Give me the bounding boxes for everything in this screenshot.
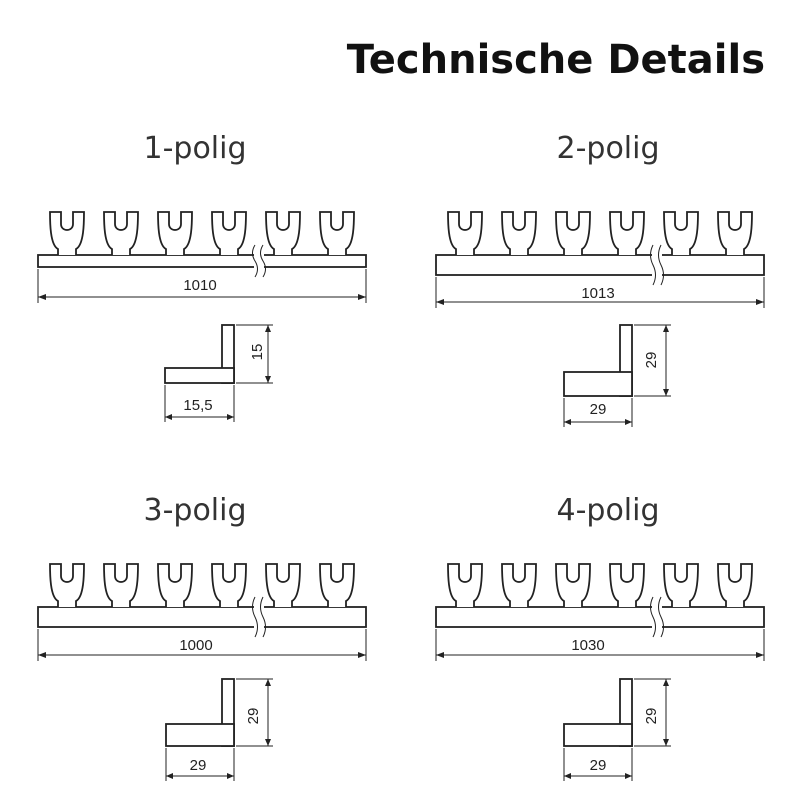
break-line-right	[260, 244, 266, 278]
fork-lug	[501, 563, 537, 607]
arrowhead	[436, 299, 444, 305]
busbar-body	[435, 254, 765, 276]
break-line-right	[658, 596, 664, 638]
fork-lug	[265, 211, 301, 255]
length-label: 1010	[183, 277, 216, 294]
fork-lug	[609, 563, 645, 607]
break-gap	[254, 243, 264, 279]
panel-title: 2-polig	[556, 131, 659, 166]
fork-lug	[447, 211, 483, 255]
arrowhead	[625, 419, 632, 425]
width-label: 29	[590, 757, 607, 774]
arrowhead	[265, 325, 271, 332]
height-label: 29	[643, 708, 660, 725]
arrowhead	[38, 652, 46, 658]
fork-lug	[555, 211, 591, 255]
fork-lug	[609, 211, 645, 255]
height-label: 15	[249, 344, 266, 361]
height-label: 29	[245, 708, 262, 725]
profile-side-view	[563, 678, 671, 781]
profile-horizontal	[164, 367, 235, 384]
arrowhead	[663, 739, 669, 746]
page-title: Technische Details	[347, 37, 765, 83]
fork-lug	[211, 211, 247, 255]
busbar-body	[435, 606, 765, 628]
arrowhead	[358, 294, 366, 300]
length-label: 1013	[581, 285, 614, 302]
busbar-body	[37, 606, 367, 628]
break-gap	[652, 243, 662, 287]
break-line-right	[658, 244, 664, 286]
break-gap	[254, 595, 264, 639]
busbar-front-view	[37, 563, 367, 661]
fork-lug	[319, 211, 355, 255]
fork-lug	[103, 211, 139, 255]
arrowhead	[663, 679, 669, 686]
profile-horizontal	[563, 723, 633, 747]
arrowhead	[265, 739, 271, 746]
panel-title: 4-polig	[556, 493, 659, 528]
arrowhead	[663, 325, 669, 332]
arrowhead	[564, 419, 571, 425]
arrowhead	[227, 414, 234, 420]
arrowhead	[756, 299, 764, 305]
panel-4-polig: 4-polig 1030 29 29	[435, 493, 765, 781]
fork-lug	[717, 211, 753, 255]
fork-lug	[157, 563, 193, 607]
profile-side-view	[164, 324, 273, 422]
fork-lug	[663, 211, 699, 255]
busbar-front-view	[435, 211, 765, 308]
fork-lug	[663, 563, 699, 607]
arrowhead	[227, 773, 234, 779]
busbar-front-view	[37, 211, 367, 303]
fork-lug	[555, 563, 591, 607]
break-line-left	[252, 244, 258, 278]
height-label: 29	[643, 352, 660, 369]
arrowhead	[358, 652, 366, 658]
fork-lug	[157, 211, 193, 255]
arrowhead	[38, 294, 46, 300]
panel-3-polig: 3-polig 1000 29 29	[37, 493, 367, 781]
panel-title: 3-polig	[143, 493, 246, 528]
width-label: 29	[190, 757, 207, 774]
busbar-body	[37, 254, 367, 268]
arrowhead	[265, 376, 271, 383]
arrowhead	[165, 414, 172, 420]
profile-side-view	[563, 324, 671, 427]
busbar-front-view	[435, 563, 765, 661]
arrowhead	[166, 773, 173, 779]
arrowhead	[564, 773, 571, 779]
fork-lug	[447, 563, 483, 607]
break-line-right	[260, 596, 266, 638]
fork-lug	[717, 563, 753, 607]
profile-horizontal	[165, 723, 235, 747]
profile-side-view	[165, 678, 273, 781]
fork-lug	[103, 563, 139, 607]
break-gap	[652, 595, 662, 639]
fork-lug	[211, 563, 247, 607]
fork-lug	[501, 211, 537, 255]
break-line-left	[650, 596, 656, 638]
fork-lug	[49, 211, 85, 255]
length-label: 1000	[179, 637, 212, 654]
length-label: 1030	[571, 637, 604, 654]
break-line-left	[650, 244, 656, 286]
arrowhead	[756, 652, 764, 658]
width-label: 15,5	[183, 397, 212, 414]
width-label: 29	[590, 401, 607, 418]
profile-horizontal	[563, 371, 633, 397]
arrowhead	[625, 773, 632, 779]
fork-lug	[265, 563, 301, 607]
panel-title: 1-polig	[143, 131, 246, 166]
panel-1-polig: 1-polig 1010 15,5 15	[37, 131, 367, 422]
arrowhead	[436, 652, 444, 658]
arrowhead	[265, 679, 271, 686]
panel-2-polig: 2-polig 1013 29 29	[435, 131, 765, 427]
arrowhead	[663, 389, 669, 396]
break-line-left	[252, 596, 258, 638]
fork-lug	[319, 563, 355, 607]
fork-lug	[49, 563, 85, 607]
